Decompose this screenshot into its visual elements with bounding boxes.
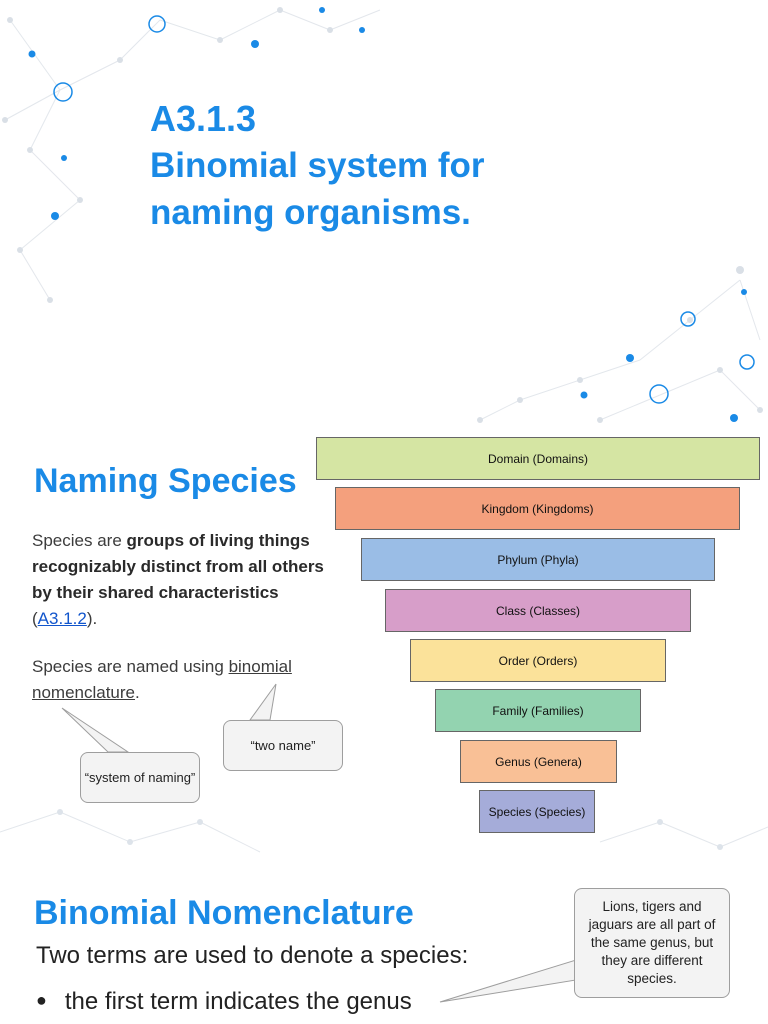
tier-genus: Genus (Genera) — [460, 740, 617, 783]
tier-phylum: Phylum (Phyla) — [361, 538, 715, 581]
binomial-sentence: Species are named using binomial nomencl… — [32, 654, 332, 706]
lesson-code: A3.1.3 — [150, 98, 257, 139]
p2-text: Species are named using — [32, 657, 229, 676]
tier-class: Class (Classes) — [385, 589, 691, 632]
naming-species-slide: Naming Species Species are groups of liv… — [0, 432, 768, 864]
tier-species: Species (Species) — [479, 790, 595, 833]
p1-bold: groups of living things recognizably dis… — [32, 531, 324, 602]
tier-order: Order (Orders) — [410, 639, 666, 682]
p2-post: . — [135, 683, 140, 702]
bubble-two-name: “two name” — [223, 720, 343, 771]
bullet-genus-text: the first term indicates the genus — [64, 988, 412, 1015]
species-definition: Species are groups of living things reco… — [32, 528, 332, 632]
p1-close: ). — [86, 609, 98, 628]
p1-open: ( — [32, 609, 38, 628]
network-decoration — [2, 7, 763, 423]
intro-text: Two terms are used to denote a species: — [36, 942, 469, 969]
network-decoration-bottom — [0, 809, 768, 853]
binomial-term: binomial nomenclature — [32, 657, 292, 702]
bullet-marker: ● — [36, 990, 47, 1010]
binomial-nomenclature-slide: Binomial Nomenclature Two terms are used… — [0, 864, 768, 1024]
tier-domain: Domain (Domains) — [316, 437, 760, 480]
title-line-2: naming organisms. — [150, 193, 471, 232]
link-a3-1-2[interactable]: A3.1.2 — [37, 609, 87, 628]
p1-text: Species are — [32, 531, 127, 550]
section-heading: Naming Species — [34, 462, 297, 500]
title-block: A3.1.3 Binomial system for naming organi… — [150, 96, 485, 236]
section-heading-binomial: Binomial Nomenclature — [34, 894, 414, 932]
title-line-1: Binomial system for — [150, 146, 485, 185]
tier-kingdom: Kingdom (Kingdoms) — [335, 487, 740, 530]
bullet-genus: ● the first term indicates the genus — [36, 988, 412, 1016]
bubble-system-of-naming: “system of naming” — [80, 752, 200, 803]
bubble-lions-tigers: Lions, tigers and jaguars are all part o… — [574, 888, 730, 998]
tier-family: Family (Families) — [435, 689, 641, 732]
title-slide: A3.1.3 Binomial system for naming organi… — [0, 0, 768, 432]
